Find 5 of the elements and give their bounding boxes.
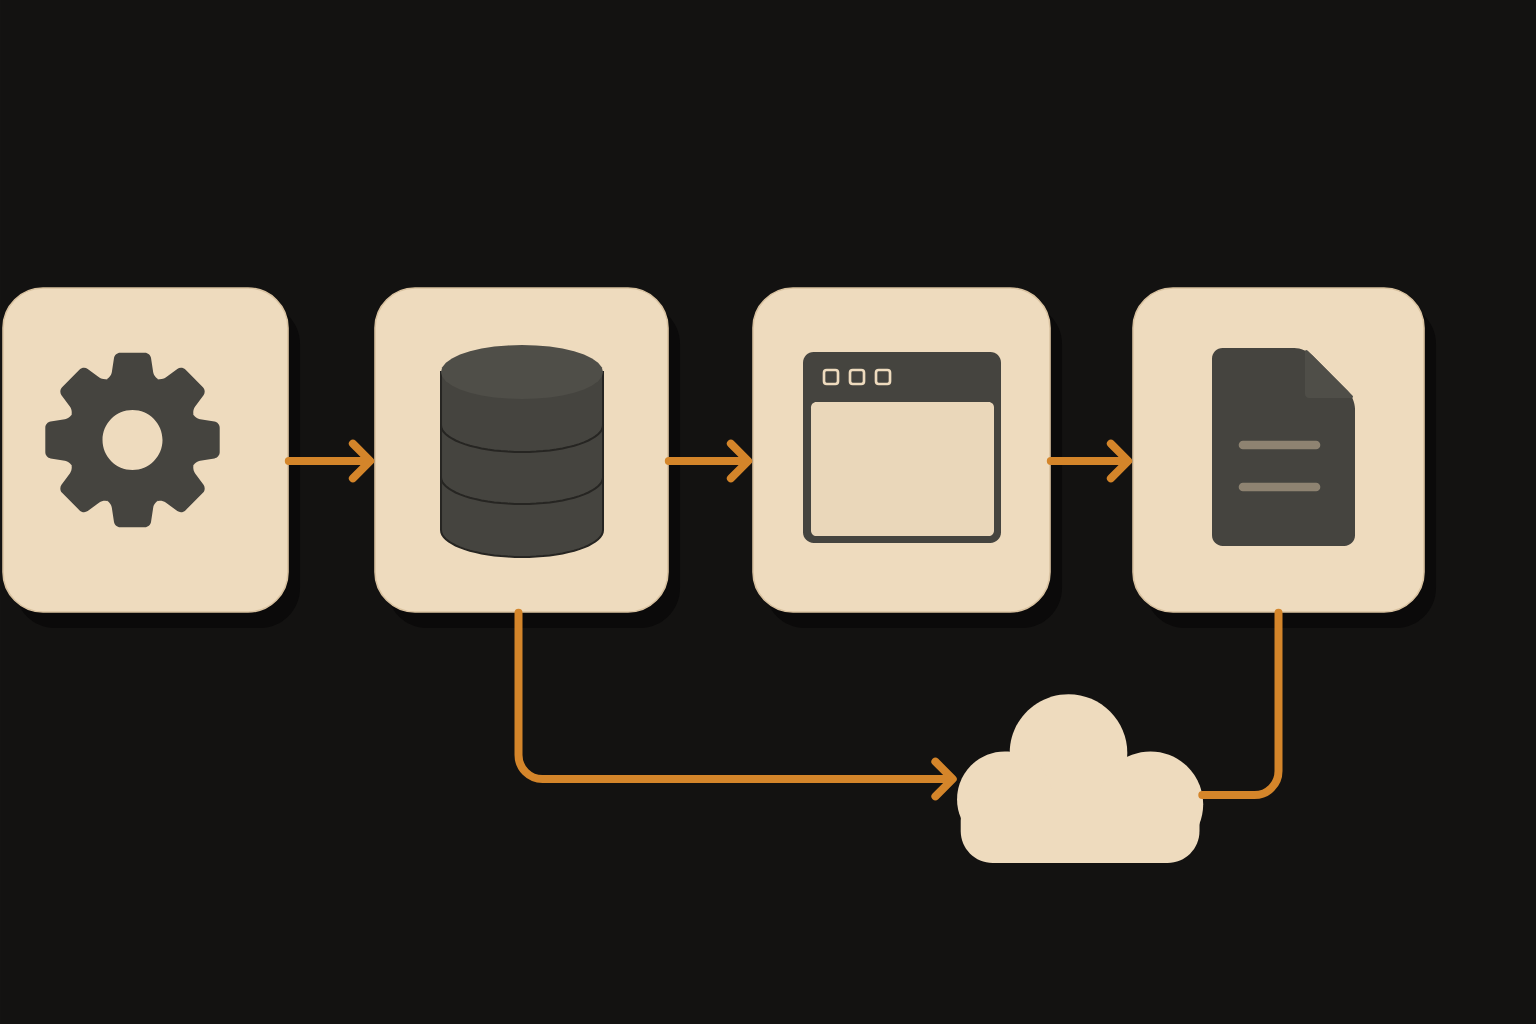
arrow [1046, 439, 1133, 483]
arrow [514, 608, 957, 801]
cloud-shape [957, 694, 1204, 863]
arrow [284, 439, 375, 483]
arrow [664, 439, 753, 483]
